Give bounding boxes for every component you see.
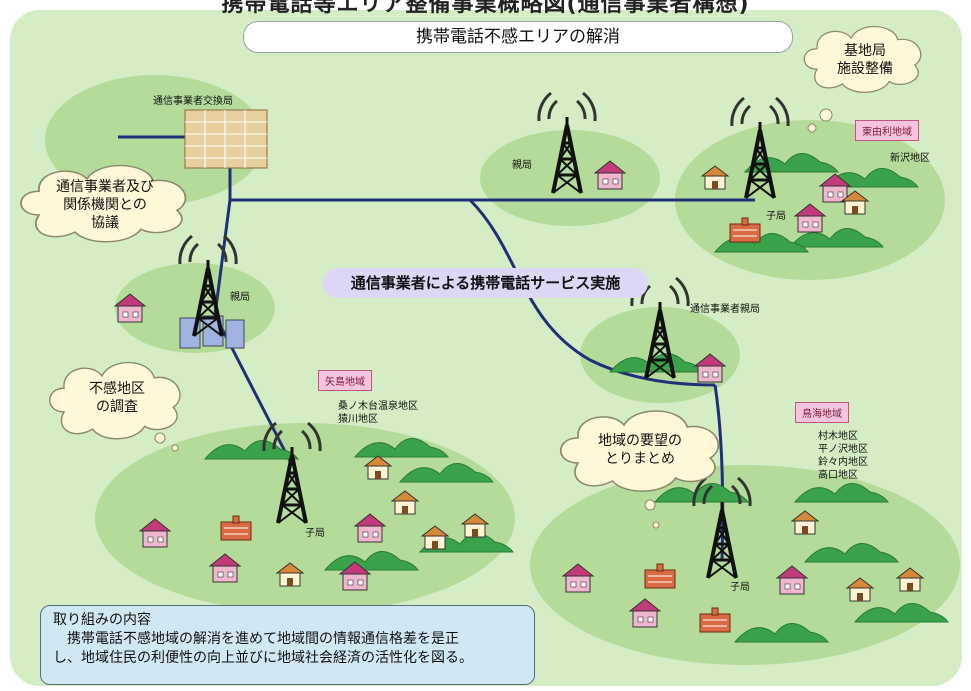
district-takaguchi: 高口地区	[818, 470, 858, 481]
cloud-requests: 地域の要望の とりまとめ	[575, 432, 705, 468]
service-label: 通信事業者による携帯電話サービス実施	[323, 268, 648, 298]
district-sarukawa: 猿川地区	[338, 414, 378, 425]
label-parent-left: 親局	[230, 292, 250, 303]
cloud-base-station-line-2: 施設整備	[837, 61, 893, 77]
cloud-consultation-line-3: 協議	[91, 215, 119, 231]
district-suzuuchi: 鈴々内地区	[818, 457, 868, 468]
district-kuwanokidai: 桑ノ木台温泉地区	[338, 401, 418, 412]
info-heading: 取り組みの内容	[53, 612, 151, 628]
region-tag-yashima: 矢島地域	[318, 370, 372, 391]
district-list-higashiyuri: 新沢地区	[890, 152, 930, 165]
cloud-survey-line-1: 不感地区	[89, 381, 145, 397]
district-list-yashima: 桑ノ木台温泉地区 猿川地区	[338, 400, 418, 426]
district-shinzawa: 新沢地区	[890, 153, 930, 164]
cloud-base-station: 基地局 施設整備	[815, 42, 915, 78]
label-child-higashiyuri: 子局	[766, 211, 786, 222]
cloud-consultation-line-1: 通信事業者及び	[56, 179, 154, 195]
region-tag-chokai: 鳥海地域	[795, 402, 849, 423]
label-operator-parent: 通信事業者親局	[690, 304, 760, 315]
label-child-chokai: 子局	[730, 582, 750, 593]
cloud-consultation: 通信事業者及び 関係機関との 協議	[30, 178, 180, 232]
region-tag-higashiyuri: 東由利地域	[855, 120, 919, 141]
cloud-consultation-line-2: 関係機関との	[63, 197, 147, 213]
cloud-survey-line-2: の調査	[96, 399, 138, 415]
label-exchange: 通信事業者交換局	[153, 96, 233, 107]
label-child-yashima: 子局	[305, 528, 325, 539]
cloud-requests-line-1: 地域の要望の	[598, 433, 682, 449]
info-line-1: 携帯電話不感地域の解消を進めて地域間の情報通信格差を是正	[67, 631, 459, 647]
cloud-base-station-line-1: 基地局	[844, 43, 886, 59]
cloud-requests-line-2: とりまとめ	[605, 451, 675, 467]
label-parent-center: 親局	[512, 160, 532, 171]
district-hiranosawa: 平ノ沢地区	[818, 444, 868, 455]
cloud-survey: 不感地区 の調査	[62, 380, 172, 416]
district-muraki: 村木地区	[818, 431, 858, 442]
banner-title: 携帯電話不感エリアの解消	[243, 21, 793, 53]
page-title: 携帯電話等エリア整備事業概略図(通信事業者構想)	[221, 0, 750, 17]
info-line-2: し、地域住民の利便性の向上並びに地域社会経済の活性化を図る。	[53, 650, 473, 666]
district-list-chokai: 村木地区 平ノ沢地区 鈴々内地区 高口地区	[818, 430, 868, 482]
info-box: 取り組みの内容 携帯電話不感地域の解消を進めて地域間の情報通信格差を是正 し、地…	[40, 605, 535, 685]
